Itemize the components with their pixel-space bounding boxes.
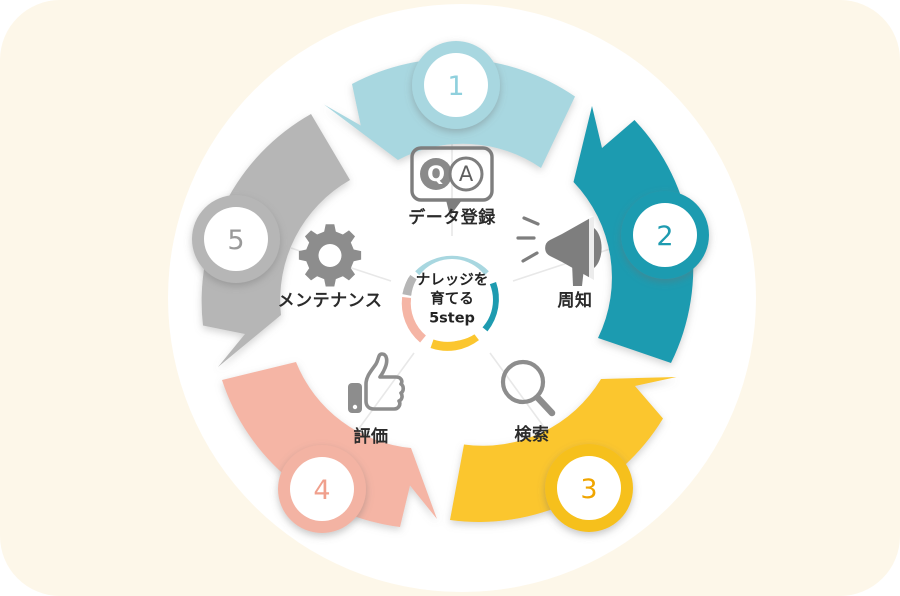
step-badge-3[interactable] (545, 444, 633, 532)
hub-line-2: 育てる (430, 291, 474, 308)
step-label-5: メンテナンス (277, 291, 383, 311)
step-number-5: 5 (227, 224, 245, 256)
magnifier-icon (500, 359, 556, 417)
step-badge-1[interactable] (412, 41, 500, 129)
step-badge-5[interactable] (192, 195, 280, 283)
step-number-1: 1 (447, 70, 465, 102)
qa-speech-bubble-icon: Q A (410, 146, 494, 216)
hub-line-3: 5step (429, 310, 475, 327)
step-number-2: 2 (656, 220, 674, 252)
divider-line-3 (489, 352, 553, 439)
thumbs-up-icon (348, 352, 406, 413)
hub-segment-5b (402, 274, 418, 297)
arrow-step-4 (222, 362, 437, 527)
step-label-2: 周知 (557, 291, 593, 311)
svg-text:Q: Q (427, 162, 445, 186)
step-label-4: 評価 (353, 427, 389, 447)
arrow-step-3 (450, 377, 677, 522)
hub-segment-3 (430, 332, 479, 351)
hub-segment-4 (401, 296, 427, 343)
hub-line-1: ナレッジを (415, 272, 489, 289)
svg-text:A: A (459, 162, 474, 186)
divider-line-4 (351, 352, 415, 439)
step-number-4: 4 (313, 474, 331, 506)
step-badge-2[interactable] (621, 191, 709, 279)
step-number-3: 3 (580, 473, 598, 505)
hub-center-text: ナレッジを 育てる 5step (416, 271, 489, 328)
step-label-1: データ登録 (408, 208, 496, 228)
megaphone-icon (516, 216, 602, 286)
step-label-3: 検索 (514, 425, 550, 445)
hub-segment-2 (480, 282, 499, 332)
gear-icon (298, 224, 362, 287)
step-badge-4[interactable] (278, 445, 366, 533)
hub-center-fill (411, 259, 493, 341)
